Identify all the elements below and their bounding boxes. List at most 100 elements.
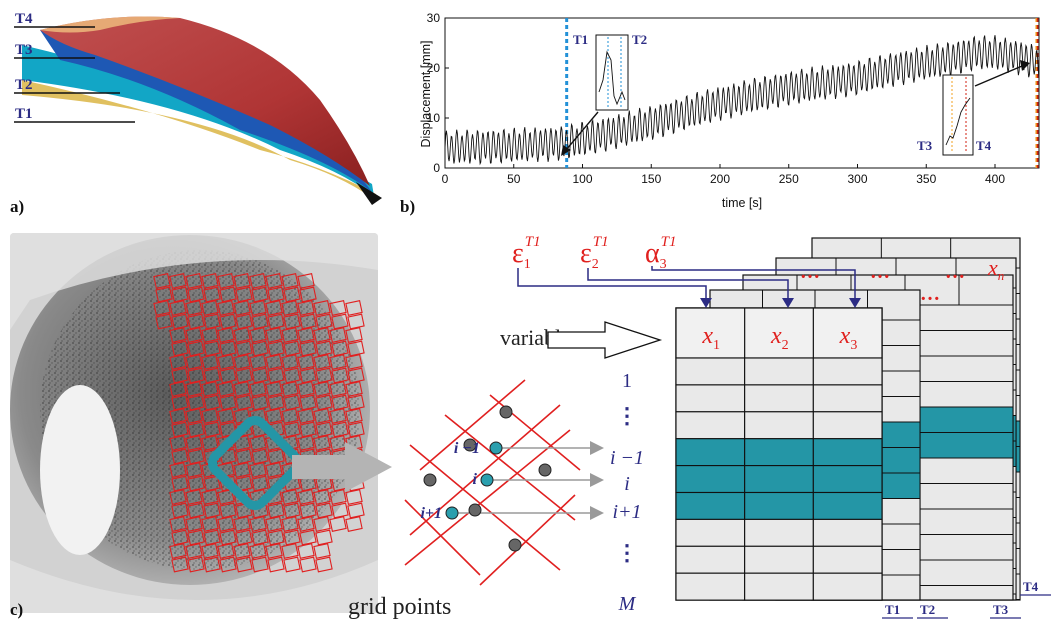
grid-cell (347, 502, 365, 519)
grid-cell (331, 502, 349, 519)
grid-cell (235, 367, 253, 384)
grid-cell (283, 367, 301, 384)
grid-cell (267, 367, 285, 384)
highlighted-cell (744, 465, 814, 494)
last-column-base: x (987, 255, 998, 280)
grid-cell (313, 543, 331, 559)
table-cell (744, 384, 814, 413)
grid-cell (217, 516, 235, 532)
grid-cell (171, 286, 189, 303)
table-label-t4: T4 (1023, 579, 1039, 594)
x-axis-label: time [s] (722, 196, 762, 210)
grid-cell (249, 327, 267, 343)
x-tick-label: 50 (507, 172, 521, 186)
grid-cell (265, 408, 283, 424)
grid-cell (169, 543, 187, 559)
inset1-left-label: T1 (573, 32, 588, 47)
inset-t3-t4: T3 T4 (917, 60, 1030, 156)
layer-t4-label: T4 (15, 11, 33, 27)
grid-cell (313, 300, 331, 316)
table-cell (812, 357, 883, 386)
plot-frame (444, 17, 1040, 169)
grid-cell (169, 381, 187, 397)
grid-cell (281, 489, 299, 505)
y-tick-label: 0 (433, 161, 440, 175)
row-label-dots-bottom: ⋮ (616, 540, 638, 565)
grid-cell (249, 273, 267, 289)
grid-cell (169, 408, 187, 424)
grid-cell (187, 367, 205, 384)
grid-cell (251, 448, 269, 465)
grid-cell (281, 300, 299, 316)
grid-cell (201, 327, 219, 343)
grid-cell (233, 543, 251, 559)
grid-cell (299, 556, 317, 573)
grid-cell (171, 529, 189, 546)
grid-cell (219, 556, 237, 573)
grid-cell (283, 421, 301, 438)
grid-cell (219, 421, 237, 438)
grid-cell (251, 367, 269, 384)
grid-cell (185, 327, 203, 343)
grid-cell (169, 516, 187, 532)
grid-cell (299, 502, 317, 519)
grid-cell (297, 435, 315, 451)
highlighted-cell (675, 465, 746, 494)
grid-cell (329, 516, 347, 532)
grid-cell (347, 367, 365, 384)
grid-cell (345, 408, 363, 424)
last-column-sub: n (998, 268, 1005, 283)
var-1-sup: T1 (525, 234, 541, 250)
grid-cell (249, 516, 267, 532)
grid-cell (283, 529, 301, 546)
grid-cell (297, 408, 315, 424)
grid-cell (331, 340, 349, 357)
layer-t2-shape (22, 45, 374, 196)
grid-cell (313, 489, 331, 505)
x-tick-label: 250 (779, 172, 799, 186)
grid-cell (187, 340, 205, 357)
grid-cell (219, 340, 237, 357)
grid-cell (155, 313, 173, 330)
grid-cell (185, 381, 203, 397)
grid-cell (233, 327, 251, 343)
grid-cell (265, 273, 283, 289)
column-header-sub: 1 (713, 338, 720, 353)
grid-cell (315, 502, 333, 519)
grid-cell (283, 556, 301, 573)
header-ellipsis: … (800, 261, 820, 283)
grid-cell (315, 421, 333, 438)
inset2-right-label: T4 (976, 138, 992, 153)
grid-cell (297, 381, 315, 397)
grid-cell (203, 475, 221, 492)
shell-tip (356, 182, 382, 205)
grid-cell (217, 300, 235, 316)
table-cell (744, 411, 814, 440)
inset1-right-label: T2 (632, 32, 647, 47)
grid-cell (345, 489, 363, 505)
grid-label-cur: i (473, 471, 478, 488)
row-label-first: 1 (622, 370, 632, 392)
header-ellipsis: … (920, 283, 940, 305)
grid-cell (347, 421, 365, 438)
grid-cell (187, 502, 205, 519)
table-cell (675, 411, 746, 440)
grid-cell (171, 556, 189, 573)
grid-cell (233, 354, 251, 370)
grid-cell (185, 462, 203, 478)
var-2-sub: 2 (592, 257, 599, 272)
grid-cell (219, 502, 237, 519)
grid-cell (297, 543, 315, 559)
connector-arrowheads (700, 298, 861, 308)
grid-cell (219, 529, 237, 546)
grid-cell (219, 394, 237, 411)
layer-t4-highlight (40, 16, 180, 33)
grid-cell (265, 543, 283, 559)
grid-cell (299, 313, 317, 330)
grid-cell (203, 394, 221, 411)
grid-cell (267, 394, 285, 411)
grid-cell (187, 475, 205, 492)
grid-cell (249, 300, 267, 316)
